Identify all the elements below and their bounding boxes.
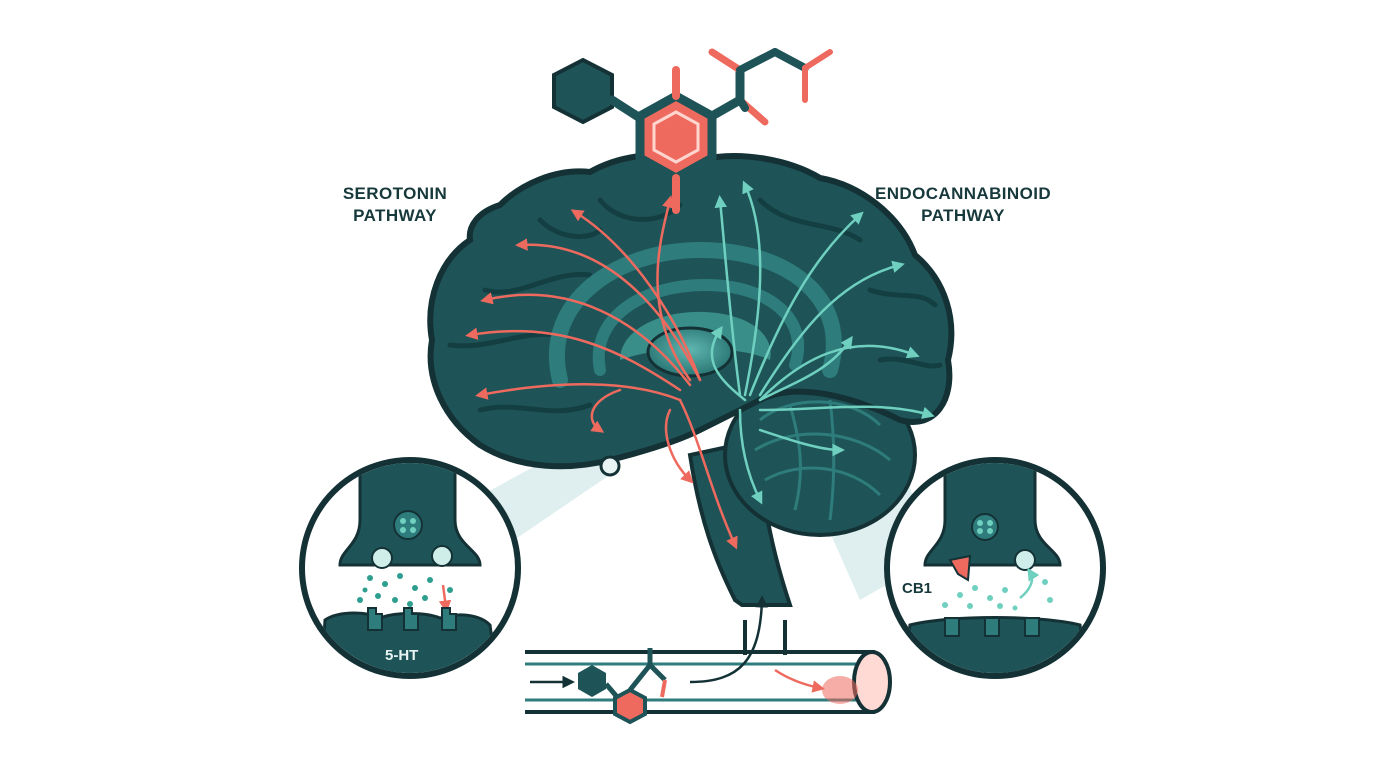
presynaptic-terminal-right [923,463,1062,567]
serotonin-pathway-arrows [465,195,738,550]
red-blood-cell [822,676,858,704]
corpus-callosum-inner [592,278,805,376]
receptor-cb1-label: CB1 [902,580,932,597]
neurotransmitter-dots-right [942,579,1053,611]
postsynaptic-terminal-left [318,611,502,673]
endo-label-line2: PATHWAY [921,206,1005,225]
neurotransmitter-dots-left [357,573,453,607]
serotonin-label-line1: SEROTONIN [342,184,448,203]
pituitary-node [599,455,621,477]
cerebellum-folds [754,399,891,521]
endocannabinoid-pathway-arrows [710,180,935,505]
cb1-receptor-icon [948,554,972,582]
receptor-5ht-label: 5-HT [385,647,418,664]
serotonin-label-line2: PATHWAY [353,206,437,225]
blood-vessel [525,595,892,725]
cannabinoid-molecule-icon [552,48,833,214]
cb1-receptors [944,617,1040,637]
endocannabinoid-pathway-label: ENDOCANNABINOID PATHWAY [868,183,1058,227]
endo-label-line1: ENDOCANNABINOID [875,184,1051,203]
serotonin-synapse-inset: 5-HT [299,457,521,679]
endocannabinoid-synapse-inset: CB1 [884,457,1106,679]
serotonin-pathway-label: SEROTONIN PATHWAY [330,183,460,227]
postsynaptic-terminal-right [898,616,1092,673]
5ht-receptors [367,607,457,631]
brain-gyri [447,197,943,414]
